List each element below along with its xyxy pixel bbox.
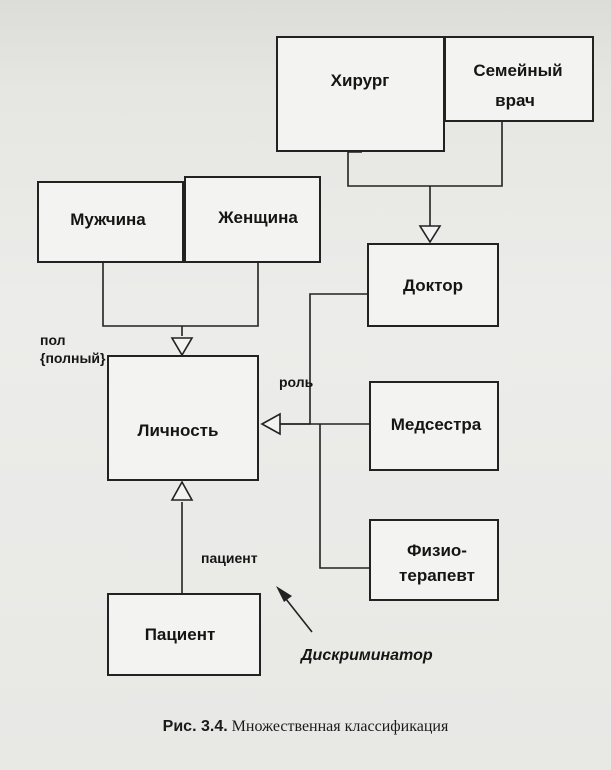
class-physiotherapist: Физио- терапевт [369, 519, 499, 601]
male-box [37, 181, 184, 263]
line-surgeon-doctor [347, 151, 458, 187]
surgeon-label: Хирург [331, 71, 390, 90]
class-nurse: Медсестра [369, 381, 499, 471]
patient-box [107, 593, 261, 676]
class-family-doctor: Семейный врач [444, 36, 594, 122]
female-label: Женщина [217, 208, 298, 227]
class-patient: Пациент [107, 593, 261, 676]
line-male-person [102, 262, 182, 327]
physio-box [369, 519, 499, 601]
patient-discriminator-label: пациент [201, 550, 258, 566]
line-doctor-person [280, 293, 375, 425]
physio-label-line1: Физио- [407, 541, 467, 560]
doctor-box [367, 243, 499, 327]
family-doctor-label-line2: врач [495, 91, 535, 110]
person-box [107, 355, 259, 481]
doctor-gen-triangle [418, 225, 442, 244]
female-box [184, 176, 321, 263]
role-discriminator-label: роль [279, 374, 314, 390]
sex-discriminator-constraint: {полный} [40, 350, 106, 366]
sex-discriminator-label: пол [40, 332, 66, 348]
discriminator-note: Дискриминатор [299, 647, 433, 664]
nurse-box [369, 381, 499, 471]
class-surgeon: Хирург [276, 36, 445, 152]
figure-title: Множественная классификация [231, 718, 449, 735]
male-label: Мужчина [70, 210, 146, 229]
line-familydoctor-doctor [458, 122, 503, 187]
figure-number: Рис. 3.4. [162, 718, 228, 735]
line-female-person [182, 262, 259, 327]
person-sex-triangle [170, 337, 194, 357]
family-doctor-label-line1: Семейный [473, 61, 562, 80]
person-patient-triangle [170, 480, 194, 501]
figure-caption: Рис. 3.4. Множественная классификация [0, 718, 611, 736]
doctor-label: Доктор [403, 276, 463, 295]
family-doctor-box [444, 36, 594, 122]
line-physio-person [319, 424, 370, 569]
surgeon-box [276, 36, 445, 152]
class-female: Женщина [184, 176, 321, 263]
person-role-triangle [260, 412, 281, 436]
nurse-label: Медсестра [391, 415, 482, 434]
discriminator-arrow-line [281, 593, 313, 633]
class-doctor: Доктор [367, 243, 499, 327]
generalization-lines [102, 122, 503, 633]
class-person: Личность [107, 355, 259, 481]
patient-label: Пациент [145, 625, 216, 644]
discriminator-arrowhead [276, 586, 292, 602]
physio-label-line2: терапевт [399, 566, 475, 585]
generalization-arrowheads [170, 225, 442, 501]
person-label: Личность [138, 421, 219, 440]
class-male: Мужчина [37, 181, 184, 263]
